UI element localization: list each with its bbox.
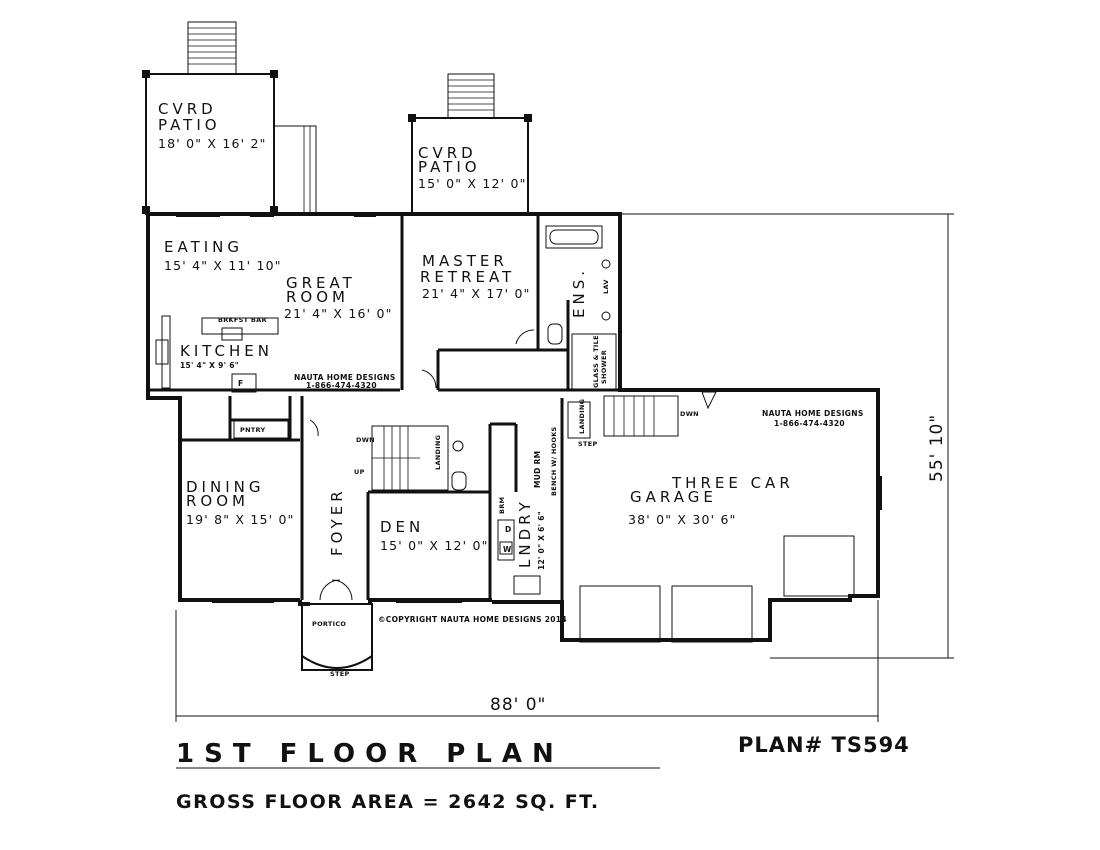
- room-great-room: GREAT ROOM 21' 4" X 16' 0": [284, 274, 393, 321]
- room-name: EATING: [164, 238, 243, 256]
- dryer-label: D: [505, 525, 512, 534]
- room-cvrd-patio-right: CVRD PATIO 15' 0" X 12' 0": [418, 144, 527, 191]
- interior-walls: [148, 214, 620, 640]
- room-eating: EATING 15' 4" X 11' 10": [164, 238, 282, 273]
- washer-label: W: [503, 545, 512, 554]
- room-name: MASTER: [422, 252, 508, 270]
- room-lndry: LNDRY 12' 0" X 6' 6": [516, 498, 546, 570]
- room-name: GARAGE: [630, 488, 717, 506]
- room-dining-room: DINING ROOM 19' 8" X 15' 0": [186, 478, 295, 527]
- room-ens: ENS.: [570, 267, 588, 318]
- room-kitchen: KITCHEN 15' 4" X 9' 6": [180, 342, 273, 370]
- portico-step-label: STEP: [330, 670, 350, 678]
- pntry-label: PNTRY: [240, 426, 266, 434]
- dimension-lines: [175, 213, 954, 769]
- room-dimension: 15' 0" X 12' 0": [418, 176, 527, 191]
- room-name: ROOM: [186, 492, 249, 510]
- brkfst-bar-label: BRKFST BAR: [218, 316, 267, 324]
- stair-up-label: UP: [354, 468, 365, 476]
- lav-label: LAV: [602, 279, 610, 294]
- company-phone: 1-866-474-4320: [774, 419, 845, 428]
- room-name: DEN: [380, 518, 424, 536]
- room-name: KITCHEN: [180, 342, 273, 360]
- landing-label: LANDING: [434, 435, 442, 470]
- fixtures: [155, 225, 855, 643]
- glass-shower-label-1: GLASS & TILE: [592, 335, 600, 388]
- glass-shower-label-2: SHOWER: [600, 350, 608, 384]
- room-den: DEN 15' 0" X 12' 0": [380, 518, 489, 553]
- room-dimension: 18' 0" X 16' 2": [158, 136, 267, 151]
- room-name: LNDRY: [516, 498, 534, 568]
- room-dimension: 15' 4" X 11' 10": [164, 258, 282, 273]
- room-cvrd-patio-left: CVRD PATIO 18' 0" X 16' 2": [158, 100, 267, 151]
- room-name: CVRD: [418, 144, 477, 162]
- room-dimension: 19' 8" X 15' 0": [186, 512, 295, 527]
- windows: [176, 212, 882, 603]
- plan-title: 1ST FLOOR PLAN: [176, 739, 564, 769]
- overall-width-dimension: 88' 0": [490, 695, 546, 715]
- copyright-notice: ©COPYRIGHT NAUTA HOME DESIGNS 2014: [378, 615, 567, 624]
- room-name: RETREAT: [420, 268, 515, 286]
- room-garage: THREE CAR GARAGE 38' 0" X 30' 6": [628, 474, 794, 527]
- room-dimension: 21' 4" X 17' 0": [422, 286, 531, 301]
- room-dimension: 15' 4" X 9' 6": [180, 361, 239, 370]
- room-foyer: FOYER: [328, 487, 346, 556]
- room-dimension: 12' 0" X 6' 6": [537, 511, 546, 570]
- room-name: CVRD: [158, 100, 217, 118]
- fridge-label: F: [238, 379, 243, 388]
- room-name: ROOM: [286, 288, 349, 306]
- room-name: DINING: [186, 478, 264, 496]
- room-name: THREE CAR: [671, 474, 794, 492]
- room-name: PATIO: [158, 116, 221, 134]
- company-name: NAUTA HOME DESIGNS: [294, 373, 396, 382]
- garage-landing-label: LANDING: [578, 399, 586, 434]
- room-dimension: 38' 0" X 30' 6": [628, 512, 737, 527]
- broom-label: BRM: [498, 497, 506, 514]
- plan-number: PLAN# TS594: [738, 733, 910, 757]
- stair-dwn-label: DWN: [356, 436, 375, 444]
- bench-label: BENCH W/ HOOKS: [550, 426, 558, 496]
- room-name: GREAT: [286, 274, 356, 292]
- portico-label: PORTICO: [312, 620, 346, 628]
- company-name: NAUTA HOME DESIGNS: [762, 409, 864, 418]
- room-name: PATIO: [418, 158, 481, 176]
- garage-step-label: STEP: [578, 440, 598, 448]
- room-dimension: 15' 0" X 12' 0": [380, 538, 489, 553]
- room-dimension: 21' 4" X 16' 0": [284, 306, 393, 321]
- garage-stair-dwn-label: DWN: [680, 410, 699, 418]
- gross-floor-area: GROSS FLOOR AREA = 2642 SQ. FT.: [176, 791, 600, 813]
- company-phone: 1-866-474-4320: [306, 381, 377, 390]
- overall-depth-dimension: 55' 10": [927, 414, 947, 482]
- mud-rm-label: MUD RM: [533, 451, 542, 488]
- room-master-retreat: MASTER RETREAT 21' 4" X 17' 0": [420, 252, 531, 301]
